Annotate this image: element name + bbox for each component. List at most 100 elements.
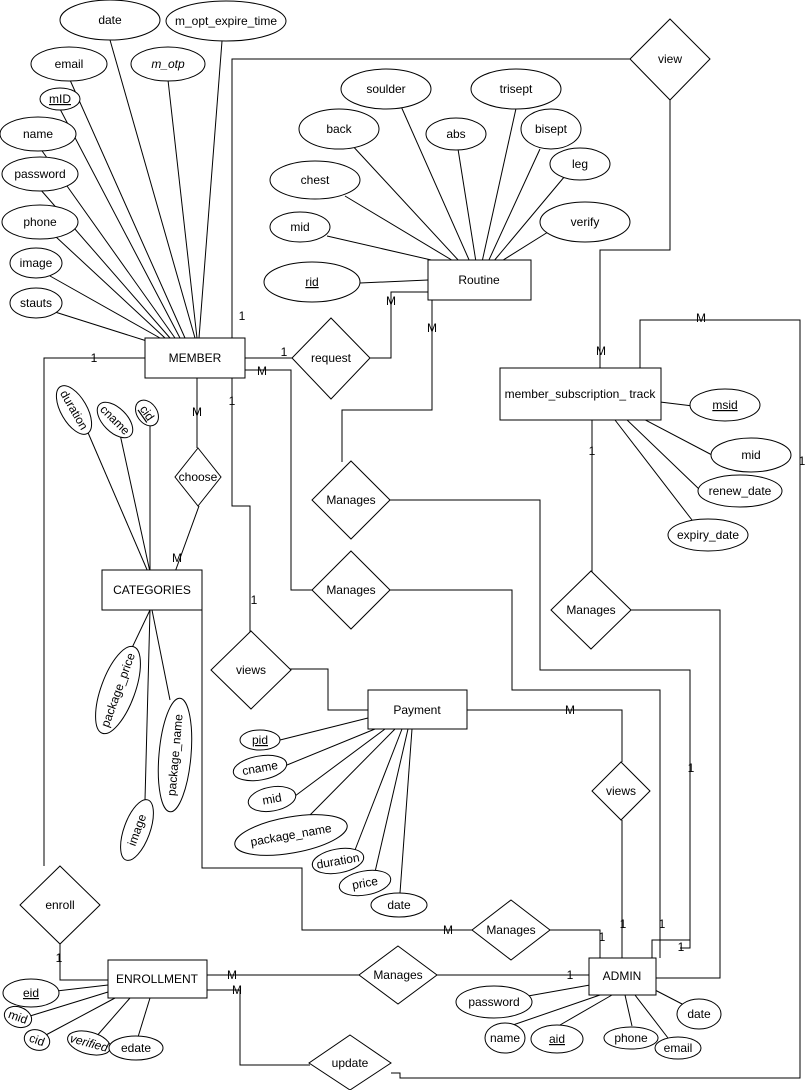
svg-text:date: date	[98, 13, 122, 27]
attribute-payment-mid: mid	[247, 785, 297, 813]
attribute-admin-password: password	[455, 985, 533, 1019]
attribute-admin-phone: phone	[603, 1026, 659, 1050]
svg-text:m_opt_expire_time: m_opt_expire_time	[175, 14, 277, 28]
cardinality: 1	[251, 593, 258, 607]
attribute-member-date: date	[59, 0, 161, 41]
cardinality: 1	[688, 761, 695, 775]
relationship-enroll-label: enroll	[45, 898, 74, 912]
attribute-member-m-otp: m_otp	[130, 46, 206, 82]
attribute-subscription-mid: mid	[710, 437, 792, 473]
attribute-member-m-opt-expire-time: m_opt_expire_time	[165, 0, 287, 42]
entity-categories: CATEGORIES	[101, 569, 203, 611]
relationship-manages-routine-label: Manages	[326, 493, 375, 507]
cardinality-labels: 1 1 M 1 1 M M M M M M 1 1 1 M 1 1 1 1 1 …	[56, 294, 806, 997]
svg-text:chest: chest	[301, 173, 330, 187]
cardinality: 1	[659, 917, 666, 931]
cardinality: M	[565, 703, 575, 717]
attribute-categories-package-name: package_name	[157, 697, 193, 813]
entity-categories-label: CATEGORIES	[113, 583, 191, 597]
cardinality: 1	[56, 951, 63, 965]
relationship-manages-payment: Manages	[311, 550, 391, 630]
svg-text:name: name	[23, 127, 53, 141]
attribute-routine-abs: abs	[425, 117, 487, 151]
entity-subscription: member_subscription_ track	[499, 367, 662, 421]
attribute-routine-soulder: soulder	[340, 68, 432, 110]
svg-text:mid: mid	[290, 220, 309, 234]
attribute-member-stauts: stauts	[9, 287, 63, 319]
attribute-member-image: image	[9, 247, 63, 279]
relationship-update-label: update	[332, 1056, 369, 1070]
cardinality: 1	[599, 930, 606, 944]
attribute-subscription-expiry-date: expiry_date	[667, 518, 749, 552]
attribute-enrollment-edate: edate	[108, 1035, 164, 1061]
svg-text:msid: msid	[712, 398, 737, 412]
entity-subscription-label: member_subscription_ track	[505, 387, 657, 401]
relationship-update: update	[308, 1034, 392, 1090]
attribute-categories-cid: cid	[135, 399, 159, 427]
attribute-admin-name: name	[484, 1022, 526, 1054]
cardinality: M	[596, 344, 606, 358]
attribute-payment-duration: duration	[311, 847, 365, 875]
svg-text:mid: mid	[7, 1007, 30, 1027]
relationship-choose-label: choose	[179, 470, 218, 484]
entity-admin-label: ADMIN	[603, 969, 642, 983]
relationship-enroll: enroll	[19, 865, 101, 945]
svg-text:date: date	[387, 898, 411, 912]
svg-text:mid: mid	[261, 790, 282, 807]
svg-text:renew_date: renew_date	[709, 484, 772, 498]
svg-text:bisept: bisept	[535, 122, 568, 136]
relationship-manages-categories: Manages	[471, 899, 551, 961]
svg-text:back: back	[326, 122, 352, 136]
connector-lines	[29, 39, 801, 1079]
relationship-request-label: request	[311, 351, 352, 365]
svg-text:email: email	[55, 57, 84, 71]
relationship-view: view	[629, 18, 711, 101]
svg-text:expiry_date: expiry_date	[677, 528, 739, 542]
svg-text:phone: phone	[614, 1031, 648, 1045]
svg-text:m_otp: m_otp	[151, 57, 185, 71]
relationship-view-label: view	[658, 52, 682, 66]
cardinality: M	[443, 923, 453, 937]
entity-enrollment-label: ENROLLMENT	[116, 972, 199, 986]
cardinality: 1	[589, 444, 596, 458]
svg-text:rid: rid	[305, 275, 318, 289]
attribute-enrollment-mid: mid	[3, 1005, 33, 1029]
svg-text:phone: phone	[23, 215, 57, 229]
svg-text:price: price	[351, 874, 379, 892]
svg-text:stauts: stauts	[20, 296, 52, 310]
cardinality: 1	[567, 968, 574, 982]
attribute-subscription-renew-date: renew_date	[697, 474, 783, 508]
cardinality: M	[696, 311, 706, 325]
cardinality: M	[257, 364, 267, 378]
attribute-categories-image: image	[120, 799, 154, 861]
svg-text:cid: cid	[27, 1031, 46, 1049]
svg-text:edate: edate	[121, 1041, 151, 1055]
attribute-admin-email: email	[654, 1036, 702, 1060]
attribute-subscription-msid: msid	[689, 388, 761, 422]
relationship-views-member: views	[210, 630, 292, 710]
svg-text:date: date	[687, 1007, 711, 1021]
attribute-member-password: password	[1, 156, 79, 192]
relationship-manages-enrollment-label: Manages	[373, 968, 422, 982]
entity-payment-label: Payment	[393, 703, 441, 717]
attribute-categories-duration: duration	[55, 385, 93, 435]
svg-text:soulder: soulder	[366, 82, 405, 96]
entity-routine-label: Routine	[458, 273, 500, 287]
attribute-routine-verify: verify	[539, 201, 631, 243]
attribute-payment-price: price	[338, 869, 392, 897]
relationship-choose: choose	[174, 447, 222, 507]
svg-text:verify: verify	[571, 215, 600, 229]
attribute-payment-package-name: package_name	[234, 814, 348, 856]
svg-text:cname: cname	[241, 758, 279, 778]
svg-text:password: password	[468, 995, 519, 1009]
attribute-categories-cname: cname	[96, 401, 134, 439]
cardinality: 1	[281, 345, 288, 359]
entity-payment: Payment	[367, 689, 468, 730]
entity-admin: ADMIN	[588, 957, 657, 996]
cardinality: M	[427, 321, 437, 335]
cardinality: 1	[678, 940, 685, 954]
cardinality: M	[227, 968, 237, 982]
svg-text:leg: leg	[572, 157, 588, 171]
cardinality: 1	[799, 454, 806, 468]
